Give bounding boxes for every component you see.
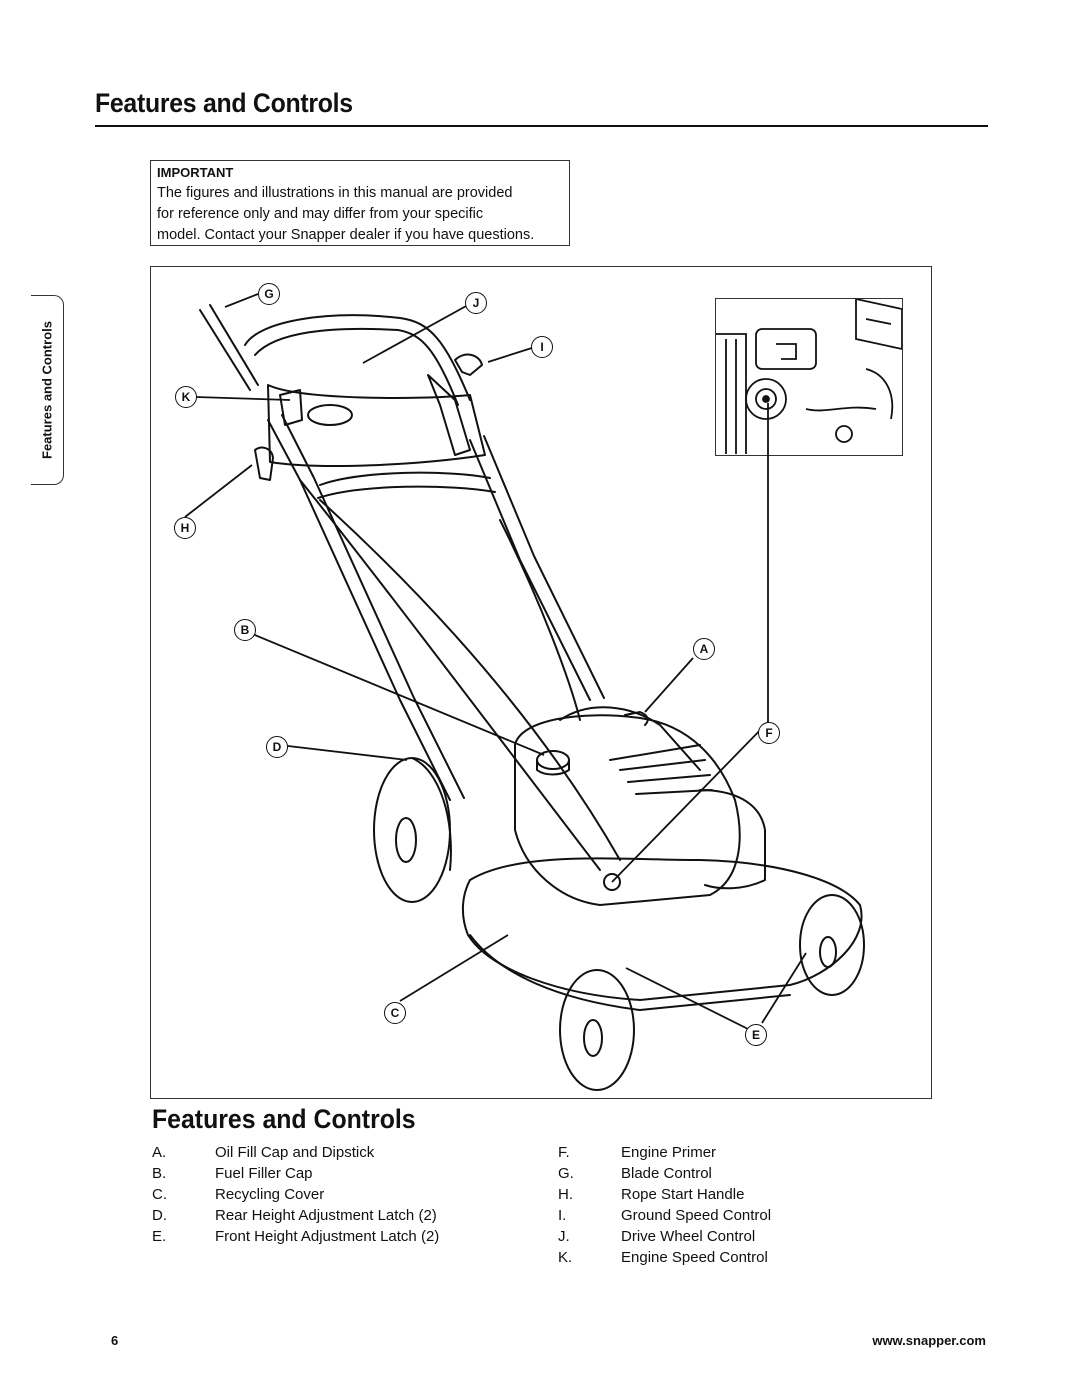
air-filter (699, 789, 766, 890)
leader-e1 (625, 967, 749, 1030)
leader-i (487, 346, 536, 363)
handle-left-tube (267, 419, 451, 801)
legend-item: K. Engine Speed Control (558, 1247, 771, 1268)
notice-body: The figures and illustrations in this ma… (157, 183, 563, 246)
ground-speed-knob (454, 353, 483, 376)
mower-figure-frame (150, 266, 932, 1099)
important-notice: IMPORTANT The figures and illustrations … (150, 160, 570, 246)
callout-a: A (693, 638, 715, 660)
control-cable-3 (499, 519, 581, 721)
callout-h: H (174, 517, 196, 539)
notice-line: for reference only and may differ from y… (157, 206, 484, 222)
primer-bulb (603, 873, 621, 891)
callout-k: K (175, 386, 197, 408)
legend-key: G. (558, 1165, 574, 1182)
handle-lower-bar (319, 471, 491, 486)
legend-item: G. Blade Control (558, 1163, 771, 1184)
title-rule (95, 125, 988, 127)
leader-a (644, 657, 694, 713)
control-cable (299, 479, 601, 871)
legend-item: A. Oil Fill Cap and Dipstick (152, 1142, 439, 1163)
leader-d (287, 745, 408, 761)
legend-key: F. (558, 1144, 570, 1161)
legend-label: Front Height Adjustment Latch (2) (215, 1228, 440, 1245)
primer-detail-inset (715, 297, 903, 456)
legend-item: F. Engine Primer (558, 1142, 771, 1163)
page-number: 6 (111, 1333, 119, 1348)
legend-label: Engine Primer (621, 1144, 717, 1161)
notice-line: model. Contact your Snapper dealer if yo… (157, 227, 535, 243)
page-title: Features and Controls (95, 88, 353, 118)
legend-item: E. Front Height Adjustment Latch (2) (152, 1226, 439, 1247)
legend-key: D. (152, 1207, 167, 1224)
inset-engine-illustration (716, 297, 903, 454)
front-wheel-right (799, 894, 865, 996)
legend-label: Rope Start Handle (621, 1186, 745, 1203)
legend-right-column: F. Engine Primer G. Blade Control H. Rope S… (558, 1142, 771, 1268)
legend-item: J. Drive Wheel Control (558, 1226, 771, 1247)
callout-c: C (384, 1002, 406, 1024)
legend-item: C. Recycling Cover (152, 1184, 439, 1205)
legend-key: I. (558, 1207, 567, 1224)
leader-b (249, 632, 545, 756)
handle-top-bar (244, 314, 471, 401)
legend-key: B. (152, 1165, 167, 1182)
callout-i: I (531, 336, 553, 358)
front-wheel-right-hub (819, 936, 837, 968)
control-cable-2 (319, 499, 621, 861)
notice-heading: IMPORTANT (157, 165, 234, 180)
leader-k (195, 396, 291, 401)
legend-label: Fuel Filler Cap (215, 1165, 313, 1182)
leader-c (399, 934, 509, 1002)
legend-label: Oil Fill Cap and Dipstick (215, 1144, 375, 1161)
legend-key: C. (152, 1186, 167, 1203)
leader-j (362, 304, 469, 364)
legend-item: H. Rope Start Handle (558, 1184, 771, 1205)
legend-key: H. (558, 1186, 573, 1203)
rope-handle (254, 446, 274, 481)
engine-shroud (514, 714, 741, 906)
front-wheel-left-hub (583, 1019, 603, 1057)
legend-label: Ground Speed Control (621, 1207, 772, 1224)
callout-e: E (745, 1024, 767, 1046)
legend-item: B. Fuel Filler Cap (152, 1163, 439, 1184)
legend-key: A. (152, 1144, 167, 1161)
legend-label: Rear Height Adjustment Latch (2) (215, 1207, 437, 1224)
leader-f (611, 403, 769, 883)
notice-line: The figures and illustrations in this ma… (157, 185, 513, 201)
legend-left-column: A. Oil Fill Cap and Dipstick B. Fuel Fille… (152, 1142, 439, 1247)
callout-b: B (234, 619, 256, 641)
callout-g: G (258, 283, 280, 305)
legend-key: E. (152, 1228, 167, 1245)
legend-label: Blade Control (621, 1165, 712, 1182)
legend-key: K. (558, 1249, 573, 1266)
control-console (267, 384, 486, 467)
legend-item: I. Ground Speed Control (558, 1205, 771, 1226)
callout-f: F (758, 722, 780, 744)
legend-item: D. Rear Height Adjustment Latch (2) (152, 1205, 439, 1226)
legend-label: Drive Wheel Control (621, 1228, 756, 1245)
blade-control-bail (199, 304, 259, 391)
section-side-tab: Features and Controls (31, 295, 64, 485)
legend-label: Engine Speed Control (621, 1249, 768, 1266)
front-wheel-left (559, 969, 635, 1091)
drive-wheel-lever (427, 374, 471, 456)
leader-e2 (761, 952, 807, 1024)
callout-j: J (465, 292, 487, 314)
website-url[interactable]: www.snapper.com (872, 1333, 986, 1348)
legend-label: Recycling Cover (215, 1186, 325, 1203)
leader-h (184, 464, 253, 518)
rear-wheel-hub (395, 817, 417, 863)
callout-d: D (266, 736, 288, 758)
legend-title: Features and Controls (152, 1104, 416, 1134)
engine-speed-control (279, 389, 303, 426)
legend-key: J. (558, 1228, 570, 1245)
leader-g (224, 293, 259, 308)
mower-deck (462, 857, 863, 1001)
